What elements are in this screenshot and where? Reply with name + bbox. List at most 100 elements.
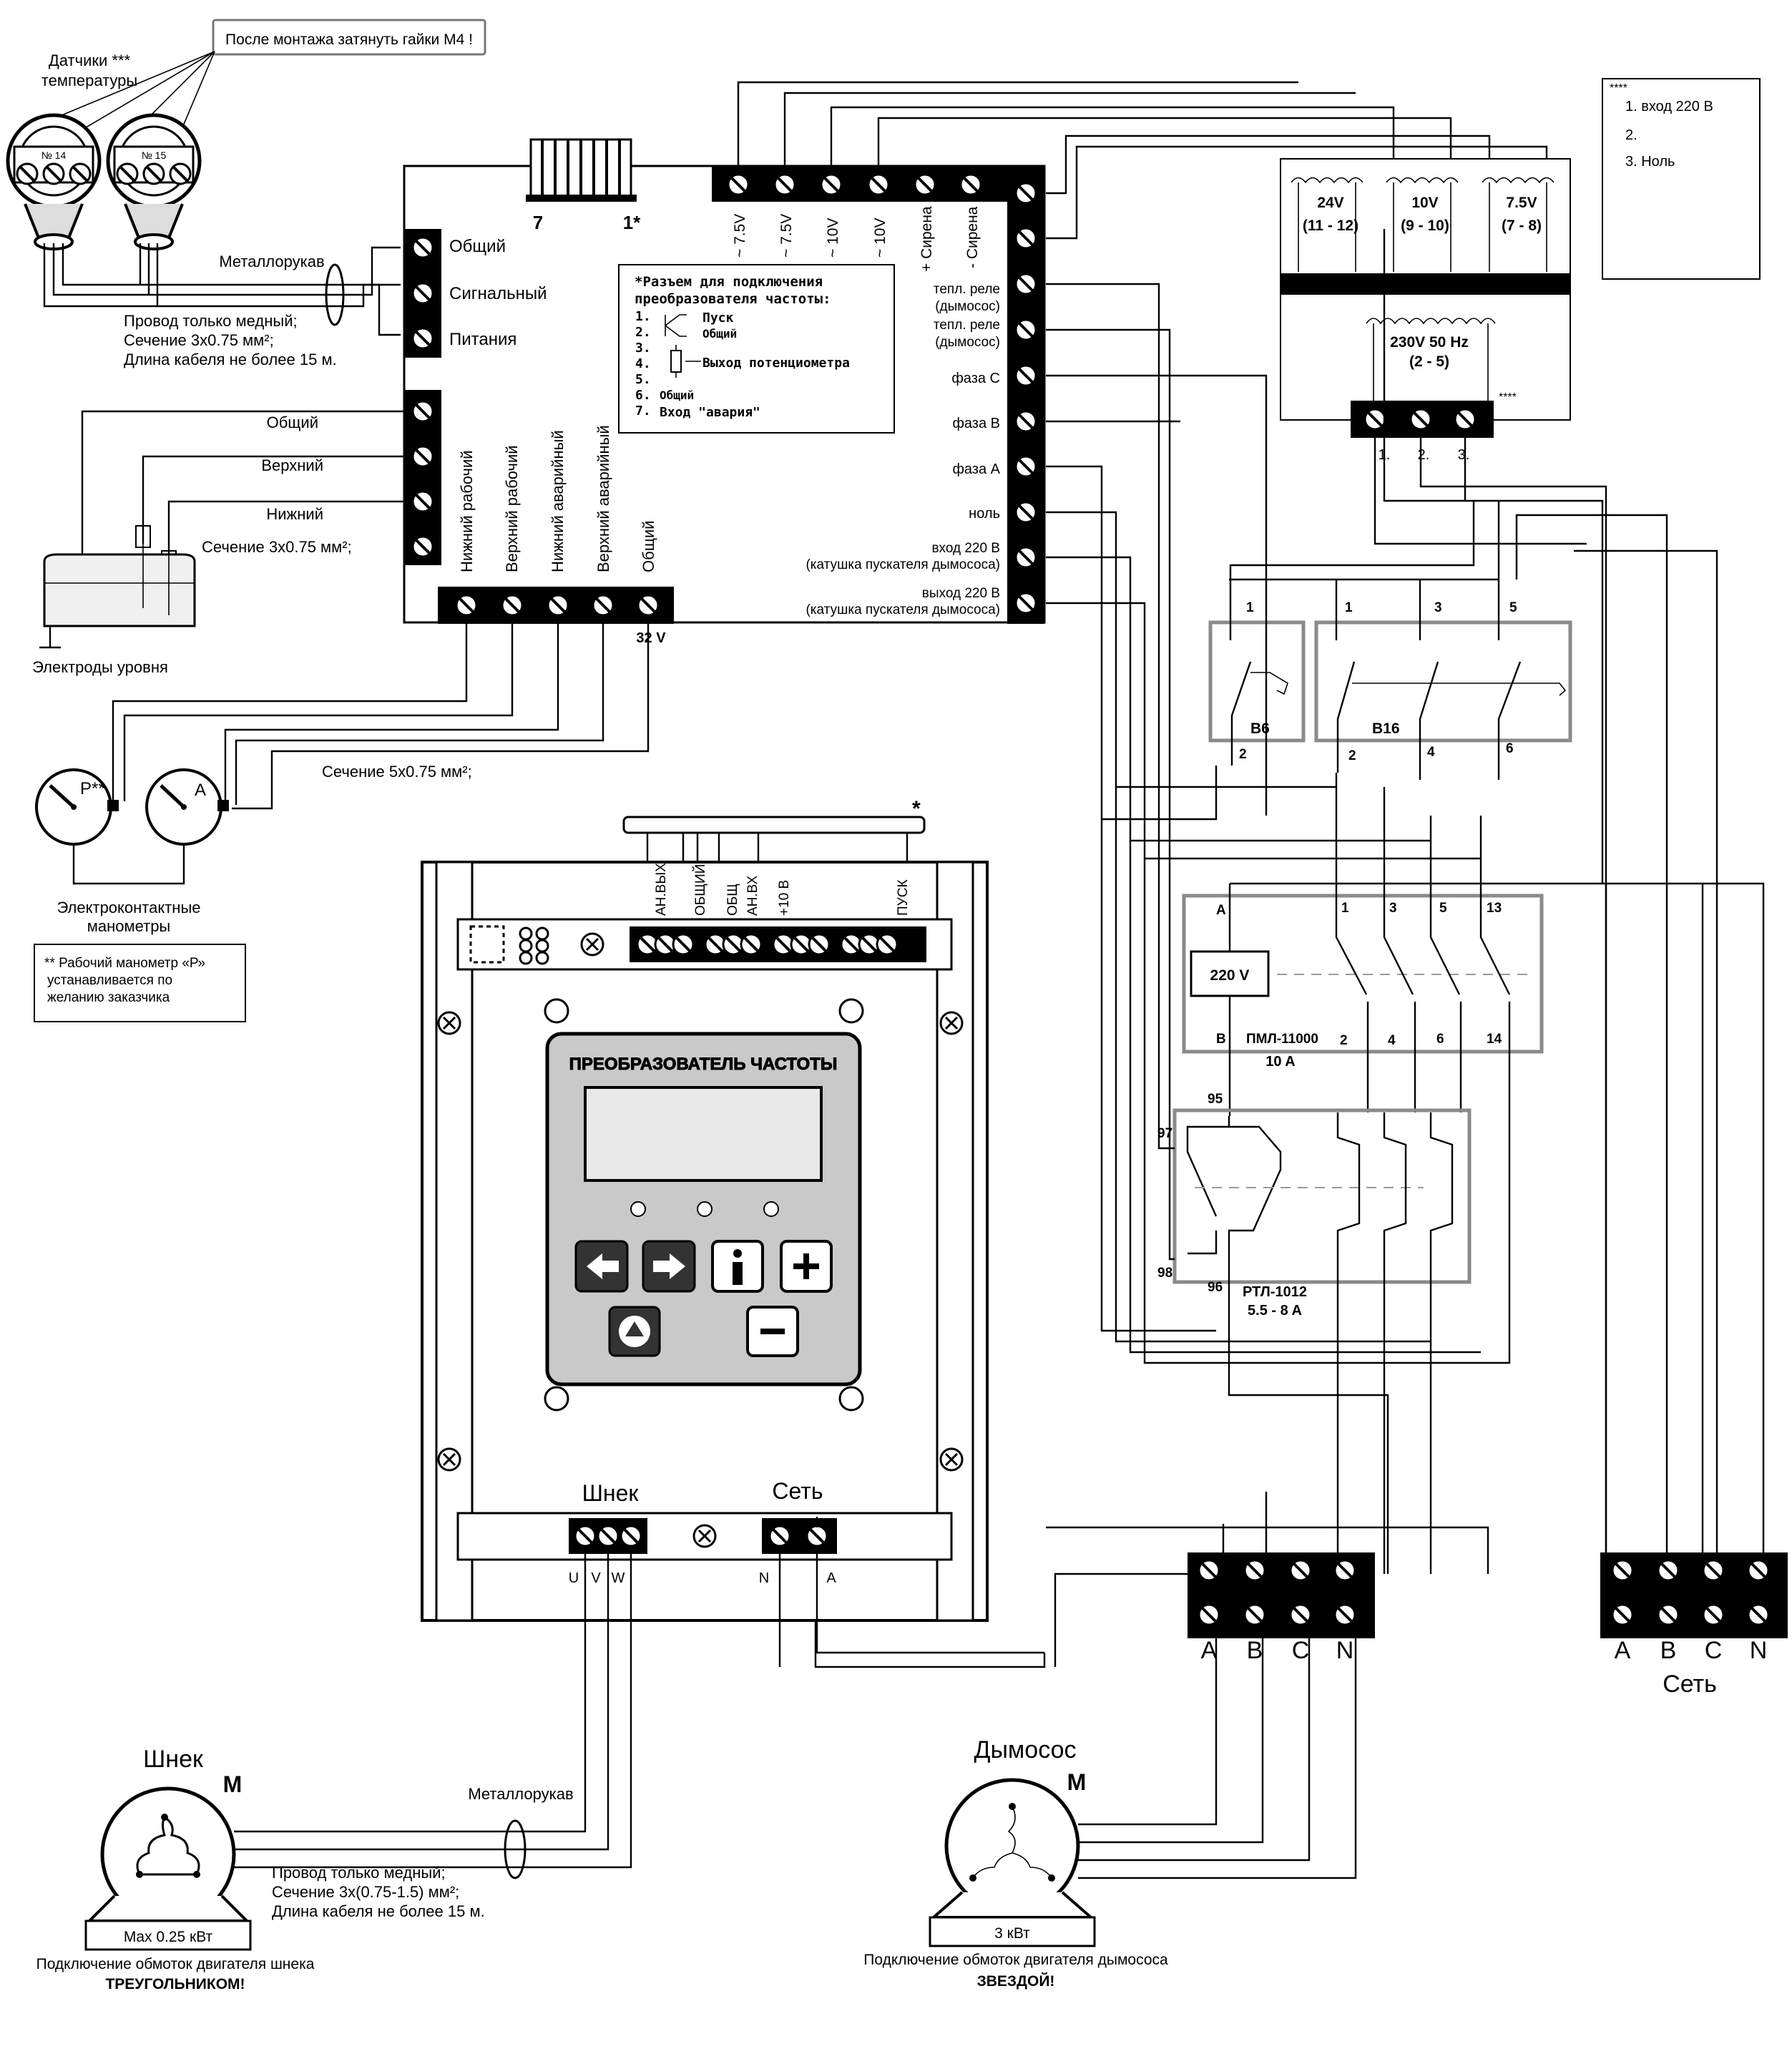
transformer: **** 1. вход 220 В 2. 3. Ноль 24V (11 - … — [737, 78, 1761, 463]
svg-text:32 V: 32 V — [636, 630, 666, 646]
power-wiring — [814, 229, 1765, 1668]
plus-button — [780, 1240, 833, 1293]
svg-text:Сеть: Сеть — [772, 1478, 823, 1504]
svg-text:Сечение 3х0.75 мм²;: Сечение 3х0.75 мм²; — [124, 331, 274, 349]
svg-text:C: C — [1705, 1637, 1723, 1664]
svg-text:3.: 3. — [635, 341, 651, 356]
svg-text:*: * — [912, 797, 921, 821]
svg-text:B: B — [1660, 1637, 1677, 1664]
svg-text:2: 2 — [1239, 747, 1247, 762]
svg-text:14: 14 — [1487, 1032, 1502, 1047]
svg-text:~ 10V: ~ 10V — [872, 218, 888, 258]
svg-text:A: A — [1216, 903, 1226, 918]
svg-text:Питания: Питания — [449, 330, 516, 349]
svg-text:Металлорукав: Металлорукав — [468, 1785, 573, 1803]
svg-text:преобразователя частоты:: преобразователя частоты: — [635, 291, 831, 307]
svg-text:Шнек: Шнек — [582, 1480, 640, 1506]
svg-text:ПМЛ-11000: ПМЛ-11000 — [1246, 1032, 1318, 1047]
up-button — [608, 1306, 661, 1357]
svg-text:N: N — [759, 1570, 769, 1586]
svg-text:(9 - 10): (9 - 10) — [1401, 217, 1449, 234]
svg-text:N: N — [1336, 1637, 1354, 1664]
svg-text:A: A — [826, 1570, 836, 1586]
svg-text:(дымосос): (дымосос) — [935, 335, 1000, 350]
motor-terminal-block: A B C N — [1188, 1552, 1375, 1664]
svg-text:Пуск: Пуск — [702, 310, 734, 326]
svg-text:Верхний рабочий: Верхний рабочий — [503, 445, 521, 572]
svg-text:тепл. реле: тепл. реле — [934, 282, 1000, 297]
minus-button — [746, 1306, 799, 1357]
svg-text:2.: 2. — [1625, 127, 1637, 143]
svg-text:~ 7.5V: ~ 7.5V — [778, 214, 795, 258]
smoke-exhauster-motor: Дымосос M 3 кВт Подключение обмоток двиг… — [863, 1638, 1357, 1990]
svg-text:24V: 24V — [1317, 195, 1343, 211]
svg-text:3: 3 — [1434, 600, 1442, 615]
svg-text:(7 - 8): (7 - 8) — [1502, 217, 1542, 234]
svg-text:7.: 7. — [635, 403, 651, 419]
svg-text:температуры: температуры — [41, 72, 137, 89]
svg-text:6.: 6. — [635, 388, 651, 403]
svg-text:2: 2 — [1340, 1033, 1348, 1048]
svg-text:5.: 5. — [635, 372, 651, 387]
svg-text:ОБЩ: ОБЩ — [725, 884, 740, 916]
svg-text:Общий: Общий — [702, 327, 737, 341]
svg-text:Нижний рабочий: Нижний рабочий — [458, 450, 476, 572]
level-electrodes: Электроды уровня — [32, 410, 404, 676]
temperature-sensors: Датчики *** температуры № 14 № 15 — [6, 52, 401, 368]
svg-text:A: A — [1201, 1637, 1218, 1664]
svg-text:вход 220 В: вход 220 В — [931, 541, 1000, 556]
svg-text:ПРЕОБРАЗОВАТЕЛЬ ЧАСТОТЫ: ПРЕОБРАЗОВАТЕЛЬ ЧАСТОТЫ — [569, 1055, 838, 1074]
arrow-right-button — [642, 1240, 696, 1293]
svg-text:ПУСК: ПУСК — [896, 879, 911, 916]
svg-text:~ 7.5V: ~ 7.5V — [732, 214, 748, 258]
svg-text:Сечение 3х(0.75-1.5) мм²;: Сечение 3х(0.75-1.5) мм²; — [272, 1883, 459, 1901]
svg-text:№ 15: № 15 — [142, 150, 167, 161]
svg-text:4: 4 — [1388, 1033, 1396, 1048]
svg-text:5.5 - 8 A: 5.5 - 8 A — [1248, 1303, 1302, 1319]
svg-text:РТЛ-1012: РТЛ-1012 — [1243, 1284, 1307, 1300]
connector-pinout-note: *Разъем для подключения преобразователя … — [618, 264, 895, 434]
svg-text:Длина кабеля не более 15 м.: Длина кабеля не более 15 м. — [124, 351, 337, 368]
svg-text:A: A — [1615, 1637, 1631, 1664]
svg-text:фаза B: фаза B — [952, 416, 1000, 431]
arrow-left-button — [574, 1240, 629, 1293]
svg-text:2.: 2. — [1418, 447, 1430, 463]
svg-text:** Рабочий манометр «Р»: ** Рабочий манометр «Р» — [44, 956, 205, 971]
svg-text:+10 В: +10 В — [777, 880, 792, 916]
svg-text:2: 2 — [1348, 748, 1356, 763]
svg-text:фаза C: фаза C — [951, 371, 1000, 386]
svg-text:2.: 2. — [635, 325, 651, 340]
thermal-relay: 95 97 98 96 РТЛ-1012 5.5 - 8 A — [1157, 1092, 1472, 1359]
svg-text:Сечение 5х0.75 мм²;: Сечение 5х0.75 мм²; — [322, 763, 472, 781]
svg-text:Длина кабеля не более 15 м.: Длина кабеля не более 15 м. — [272, 1902, 485, 1920]
svg-text:M: M — [223, 1771, 243, 1797]
svg-text:ТРЕУГОЛЬНИКОМ!: ТРЕУГОЛЬНИКОМ! — [105, 1976, 245, 1992]
svg-text:Подключение обмоток двигателя: Подключение обмоток двигателя дымососа — [863, 1952, 1168, 1968]
svg-text:5: 5 — [1439, 901, 1447, 916]
svg-text:V: V — [591, 1570, 601, 1586]
svg-text:3 кВт: 3 кВт — [994, 1925, 1030, 1942]
contactor: 220 V A B ПМЛ-11000 10 A 1 3 5 13 2 4 6 … — [1182, 773, 1544, 1116]
svg-text:ноль: ноль — [969, 506, 1000, 522]
svg-text:1: 1 — [1345, 600, 1353, 615]
svg-text:13: 13 — [1487, 901, 1502, 916]
svg-text:Электроды уровня: Электроды уровня — [32, 658, 168, 676]
svg-text:220 V: 220 V — [1210, 967, 1250, 984]
svg-text:3. Ноль: 3. Ноль — [1625, 154, 1675, 170]
svg-text:Дымосос: Дымосос — [974, 1736, 1076, 1764]
svg-text:выход 220 В: выход 220 В — [922, 586, 1000, 601]
svg-text:1. вход 220 В: 1. вход 220 В — [1625, 99, 1713, 114]
mains-terminal-block: A B C N Сеть — [1600, 1552, 1788, 1698]
temp-sensor-15: № 15 — [106, 113, 202, 250]
svg-text:(11 - 12): (11 - 12) — [1303, 217, 1358, 234]
svg-text:ОБЩИЙ: ОБЩИЙ — [692, 864, 708, 916]
svg-text:Сечение 3х0.75 мм²;: Сечение 3х0.75 мм²; — [202, 538, 352, 556]
svg-text:96: 96 — [1208, 1280, 1223, 1295]
svg-text:Верхний аварийный: Верхний аварийный — [594, 425, 612, 572]
svg-text:Провод только медный;: Провод только медный; — [272, 1864, 446, 1882]
svg-text:****: **** — [1499, 391, 1517, 403]
svg-text:Общий: Общий — [449, 237, 506, 256]
svg-text:фаза A: фаза A — [952, 461, 1000, 477]
svg-text:Провод только медный;: Провод только медный; — [124, 312, 298, 330]
